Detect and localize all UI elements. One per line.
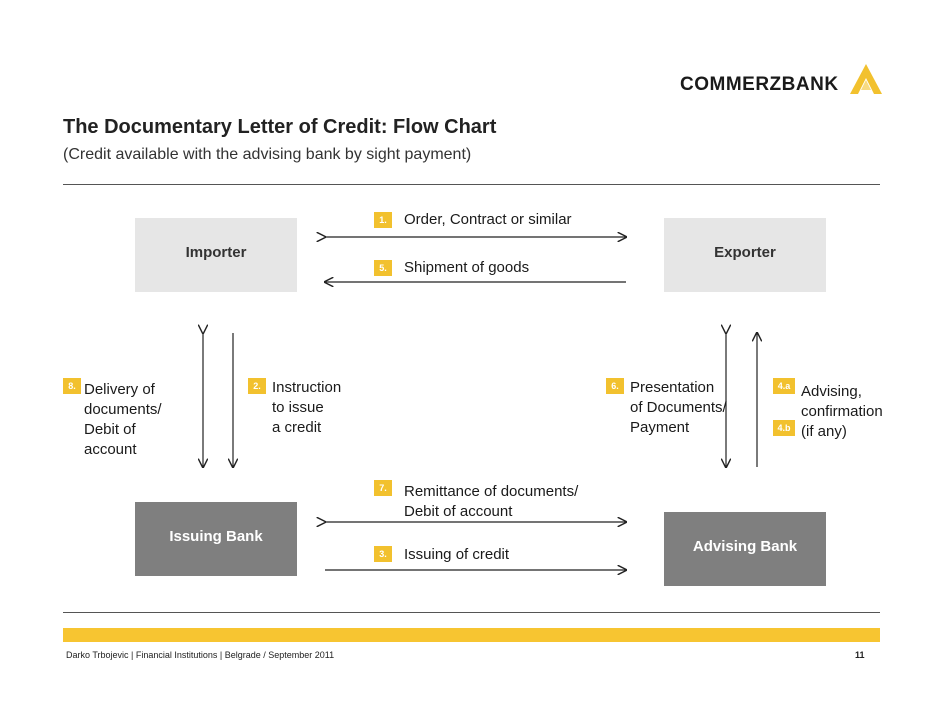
bottom-divider xyxy=(63,612,880,613)
step-7-badge: 7. xyxy=(374,480,392,496)
advising-bank-label: Advising Bank xyxy=(692,538,798,555)
step-8-label: Delivery of documents/ Debit of account xyxy=(84,381,162,458)
step-8-badge: 8. xyxy=(63,378,81,394)
brand-name: COMMERZBANK xyxy=(680,74,839,95)
issuing-bank-label: Issuing Bank xyxy=(169,528,263,545)
page-number: 11 xyxy=(855,650,865,660)
step-1-badge: 1. xyxy=(374,212,392,228)
step-5-label: Shipment of goods xyxy=(404,259,530,276)
step-7-label: Remittance of documents/ Debit of accoun… xyxy=(404,483,579,520)
step-3-label: Issuing of credit xyxy=(404,546,510,563)
commerzbank-logo-icon xyxy=(850,64,882,94)
importer-box: Importer xyxy=(135,218,297,292)
importer-label: Importer xyxy=(185,244,247,261)
step-1-label: Order, Contract or similar xyxy=(404,211,572,228)
step-3-badge: 3. xyxy=(374,546,392,562)
exporter-box: Exporter xyxy=(664,218,826,292)
step-2-label: Instruction to issue a credit xyxy=(272,379,342,436)
top-divider xyxy=(63,184,880,185)
page-subtitle: (Credit available with the advising bank… xyxy=(63,146,472,163)
step-6-badge: 6. xyxy=(606,378,624,394)
footer-text: Darko Trbojevic | Financial Institutions… xyxy=(66,650,335,660)
footer-bar xyxy=(63,628,880,642)
step-4b-badge: 4.b xyxy=(773,420,795,436)
step-6-label: Presentation of Documents/ Payment xyxy=(630,379,727,436)
page-title: The Documentary Letter of Credit: Flow C… xyxy=(63,116,497,138)
issuing-bank-box: Issuing Bank xyxy=(135,502,297,576)
advising-bank-box: Advising Bank xyxy=(664,512,826,586)
step-2-badge: 2. xyxy=(248,378,266,394)
exporter-label: Exporter xyxy=(714,244,776,261)
step-5-badge: 5. xyxy=(374,260,392,276)
step-4-label: Advising, confirmation (if any) xyxy=(801,383,883,440)
step-4a-badge: 4.a xyxy=(773,378,795,394)
